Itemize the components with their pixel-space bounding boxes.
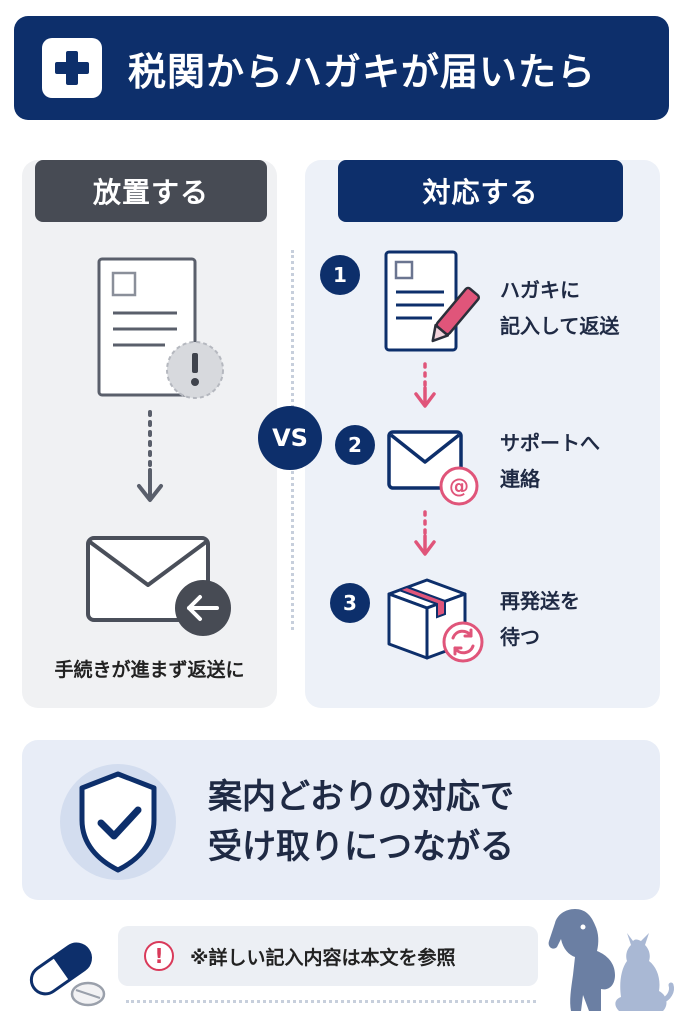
step-1-number: 1 <box>320 255 360 295</box>
ignore-caption: 手続きが進まず返送に <box>54 659 245 681</box>
mail-at-icon: @ <box>387 430 479 506</box>
result-message: 案内どおりの対応で 受け取りにつながる <box>208 777 514 867</box>
svg-text:@: @ <box>449 474 469 498</box>
dog-and-cat-icon <box>548 909 674 1011</box>
document-warning-icon <box>97 257 224 399</box>
respond-label: 対応する <box>338 160 623 222</box>
capsule-pill-icon <box>29 942 106 1007</box>
step-3-text: 再発送を 待つ <box>500 589 580 649</box>
returned-mail-icon <box>86 536 231 636</box>
document-pen-icon <box>384 250 481 352</box>
warning-icon: ! <box>144 941 174 971</box>
step-1-arrow-icon <box>414 362 436 408</box>
step-3-number: 3 <box>330 583 370 623</box>
step-1-text: ハガキに 記入して返送 <box>500 278 620 338</box>
medical-cross-icon <box>42 38 102 98</box>
note-box: ! ※詳しい記入内容は本文を参照 <box>118 926 538 986</box>
page-title: 税関からハガキが届いたら <box>128 49 597 94</box>
vs-badge: VS <box>258 406 322 470</box>
step-2-number: 2 <box>335 425 375 465</box>
page-header: 税関からハガキが届いたら <box>14 16 669 120</box>
bottom-divider <box>126 1000 536 1003</box>
shield-check-icon <box>60 764 176 880</box>
step-2-text: サポートへ 連絡 <box>500 431 600 491</box>
step-2-arrow-icon <box>414 510 436 556</box>
ignore-label: 放置する <box>35 160 267 222</box>
note-text: ※詳しい記入内容は本文を参照 <box>190 946 456 969</box>
down-arrow-icon <box>137 410 163 502</box>
box-reload-icon <box>387 578 484 663</box>
